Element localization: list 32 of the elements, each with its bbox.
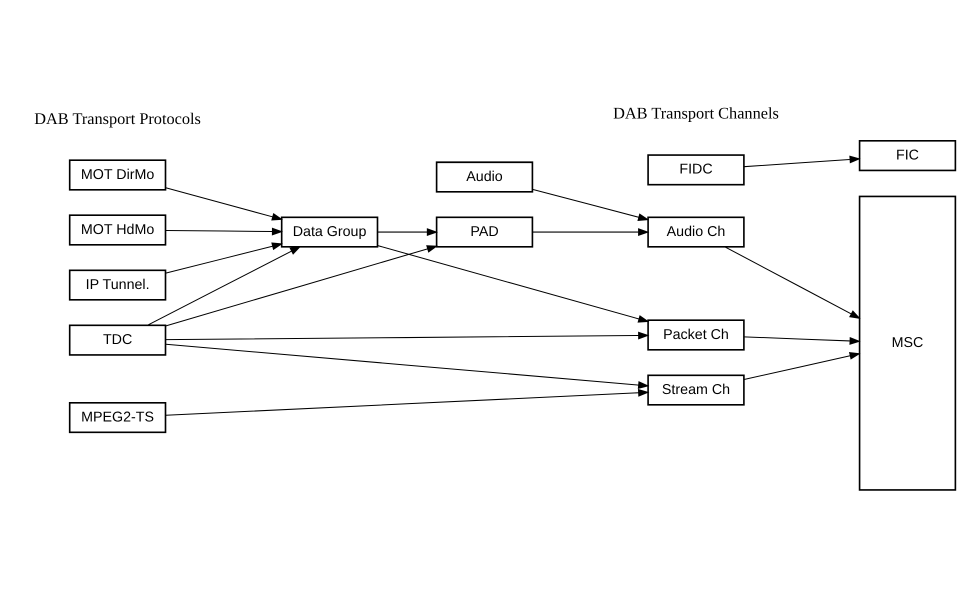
node-box: FIDC [647, 154, 745, 186]
node-box: FIC [858, 140, 956, 172]
node-box: Audio Ch [647, 216, 745, 248]
arrow [166, 228, 284, 236]
node-box: Stream Ch [647, 374, 745, 406]
label: DAB Transport Protocols [34, 108, 201, 128]
arrow [166, 187, 284, 221]
arrow [166, 332, 650, 340]
arrow [744, 336, 861, 345]
node-box: PAD [436, 216, 534, 248]
node-box: MPEG2-TS [68, 402, 166, 434]
node-box: MOT HdMo [68, 214, 166, 246]
node-box: Audio [436, 161, 534, 193]
arrow [532, 188, 650, 221]
node-box: IP Tunnel. [68, 269, 166, 301]
node-box: MOT DirMo [68, 159, 166, 191]
arrow [532, 228, 650, 236]
node-box: Data Group [280, 216, 378, 248]
arrow [166, 344, 650, 389]
node-box: MSC [858, 196, 956, 491]
arrow [744, 156, 861, 168]
node-box: Packet Ch [647, 319, 745, 351]
label: DAB Transport Channels [613, 104, 779, 123]
arrow [378, 228, 438, 236]
arrow [744, 352, 861, 380]
arrow [725, 246, 861, 319]
arrow [147, 246, 302, 326]
arrow [166, 388, 650, 416]
node-box: TDC [68, 324, 166, 356]
arrow [378, 245, 650, 323]
arrow [166, 242, 284, 274]
arrow [165, 245, 438, 326]
